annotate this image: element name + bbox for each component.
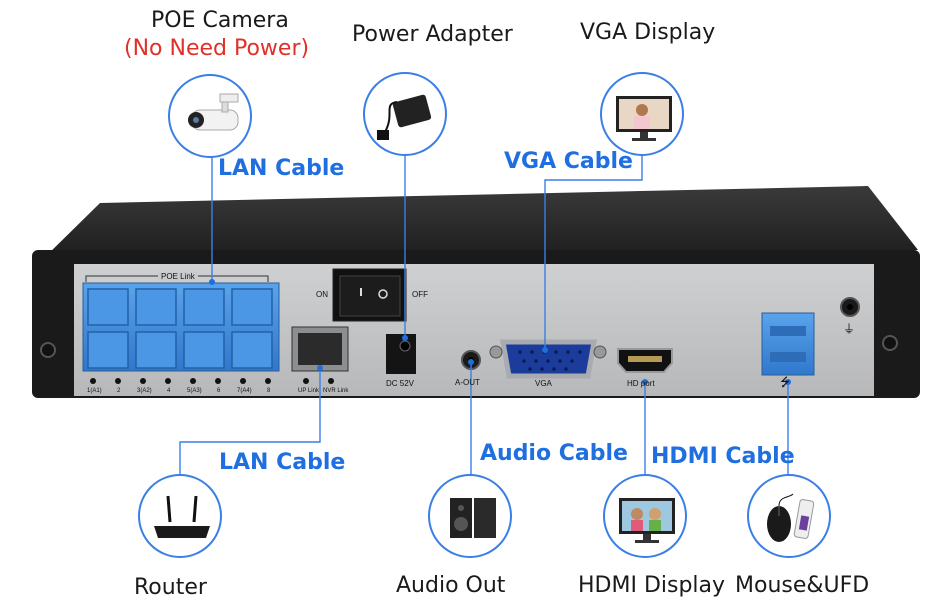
usb-ports <box>761 312 815 376</box>
poe-link-label: POE Link <box>158 272 198 281</box>
nvr-top-lid <box>40 186 918 262</box>
speaker-icon <box>428 474 512 558</box>
port-number: 3(A2) <box>137 388 152 394</box>
switch-on-label: ON <box>316 290 328 299</box>
poe-camera-icon <box>168 74 252 158</box>
port-number: 5(A3) <box>187 388 202 394</box>
vga-display-icon <box>600 72 684 156</box>
power-adapter-icon <box>363 72 447 156</box>
screw-left <box>40 342 56 358</box>
mouse-ufd-icon <box>747 474 831 558</box>
audio-cable-label: Audio Cable <box>480 441 628 466</box>
ground-symbol: ⏚ <box>843 322 856 336</box>
port-number: 6 <box>217 388 221 394</box>
port-number: 2 <box>117 388 121 394</box>
dc-jack <box>386 334 416 374</box>
hdmi-cable-label: HDMI Cable <box>651 444 795 469</box>
poe-camera-note: (No Need Power) <box>124 36 310 61</box>
poe-camera-label: POE Camera <box>151 8 289 33</box>
port-number: 4 <box>167 388 171 394</box>
lan-cable-top-label: LAN Cable <box>218 156 345 181</box>
vga-port-label: VGA <box>535 379 552 388</box>
a-out-label: A-OUT <box>455 378 480 387</box>
vga-display-label: VGA Display <box>580 20 716 45</box>
mouse-ufd-label: Mouse&UFD <box>735 573 870 598</box>
vga-cable-label: VGA Cable <box>504 149 633 174</box>
hd-port-label: HD port <box>627 379 655 388</box>
lan-cable-bottom-label: LAN Cable <box>219 450 346 475</box>
hdmi-display-icon <box>603 474 687 558</box>
router-icon <box>138 474 222 558</box>
router-label: Router <box>134 575 207 600</box>
vga-port <box>500 339 597 379</box>
dc-label: DC 52V <box>386 379 415 388</box>
audio-out-label: Audio Out <box>396 573 506 598</box>
hdmi-display-label: HDMI Display <box>578 573 726 598</box>
connection-lines <box>179 138 789 478</box>
switch-off-label: OFF <box>412 290 428 299</box>
port-number: 1(A1) <box>87 388 102 394</box>
up-link-label: UP Link <box>298 388 319 394</box>
port-number: 7(A4) <box>237 388 252 394</box>
usb-symbol: ⭍ <box>780 375 790 389</box>
connection-dots <box>209 279 791 385</box>
power-adapter-label: Power Adapter <box>352 22 513 47</box>
poe-leds <box>90 378 271 384</box>
screw-right <box>882 335 898 351</box>
nvr-link-label: NVR Link <box>323 388 349 394</box>
port-number: 8 <box>267 388 271 394</box>
poe-ports <box>87 288 273 369</box>
